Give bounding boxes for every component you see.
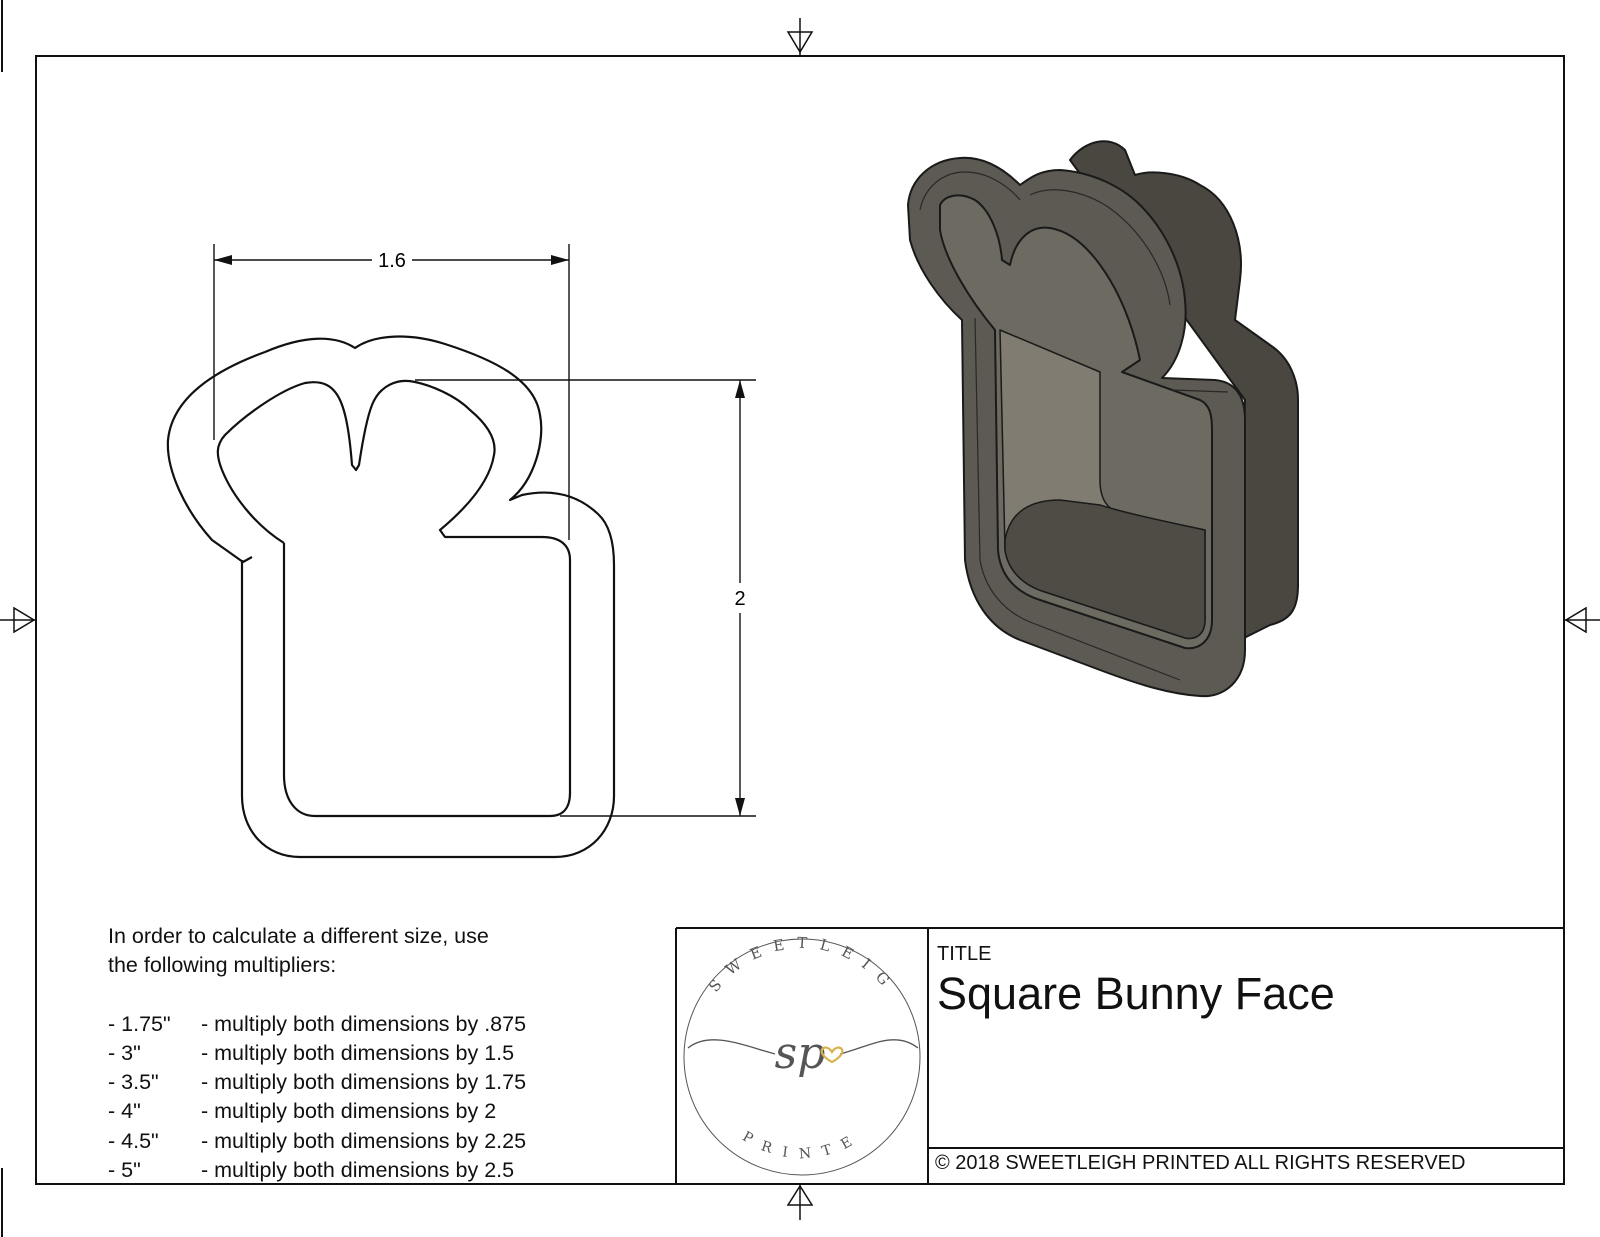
multiplier-text: - multiply both dimensions by 2 — [201, 1099, 497, 1124]
multiplier-row: - 3.5" - multiply both dimensions by 1.7… — [108, 1068, 526, 1097]
multiplier-size: - 4.5" — [108, 1128, 159, 1153]
drawing-title: Square Bunny Face — [937, 968, 1335, 1019]
multiplier-text: - multiply both dimensions by 1.5 — [201, 1040, 515, 1065]
instructions-spacer — [108, 981, 526, 1010]
multiplier-size: - 4" — [108, 1099, 141, 1124]
copyright-notice: © 2018 SWEETLEIGH PRINTED ALL RIGHTS RES… — [935, 1152, 1466, 1174]
multiplier-size: - 1.75" — [108, 1011, 171, 1036]
multiplier-size: - 3" — [108, 1040, 141, 1065]
cutter-inner-contour — [216, 379, 572, 818]
cutter-3d-inner-floor — [1004, 499, 1206, 640]
center-mark-right — [1564, 606, 1600, 634]
multiplier-row: - 4.5" - multiply both dimensions by 2.2… — [108, 1127, 526, 1156]
cutter-3d-depth-side — [1069, 140, 1299, 641]
dimension-height-label: 2 — [734, 588, 745, 610]
logo-heart-icon — [820, 1046, 844, 1064]
logo-swash-line — [687, 1039, 919, 1055]
title-caption: TITLE — [937, 943, 992, 965]
cutter-3d-rim — [919, 171, 1229, 681]
multiplier-text: - multiply both dimensions by 2.5 — [201, 1158, 515, 1183]
multiplier-text: - multiply both dimensions by 1.75 — [201, 1070, 527, 1095]
dimension-width — [213, 244, 570, 540]
center-mark-left — [0, 606, 36, 634]
multiplier-row: - 5" - multiply both dimensions by 2.5 — [108, 1156, 526, 1185]
instructions-line-1: In order to calculate a different size, … — [108, 924, 489, 948]
multiplier-text: - multiply both dimensions by .875 — [201, 1011, 527, 1036]
multiplier-text: - multiply both dimensions by 2.25 — [201, 1128, 527, 1153]
instructions-line-2: the following multipliers: — [108, 953, 337, 978]
cutter-outer-contour — [166, 335, 616, 859]
center-mark-top — [786, 18, 814, 56]
size-multiplier-instructions: In order to calculate a different size, … — [108, 922, 526, 1185]
multiplier-row: - 3" - multiply both dimensions by 1.5 — [108, 1039, 526, 1068]
cutter-outline-drawing — [166, 335, 616, 859]
title-block — [675, 927, 1564, 1184]
center-mark-bottom — [786, 1184, 814, 1220]
dimension-height — [415, 379, 756, 817]
logo-monogram: sp — [775, 1028, 826, 1079]
multiplier-size: - 3.5" — [108, 1070, 159, 1095]
multiplier-size: - 5" — [108, 1158, 141, 1183]
dimension-width-label: 1.6 — [378, 250, 406, 272]
logo-top-text: SWEETLEIGH — [0, 0, 901, 998]
cutter-3d-render — [907, 140, 1299, 698]
multiplier-row: - 1.75" - multiply both dimensions by .8… — [108, 1010, 526, 1039]
multiplier-row: - 4" - multiply both dimensions by 2 — [108, 1097, 526, 1126]
